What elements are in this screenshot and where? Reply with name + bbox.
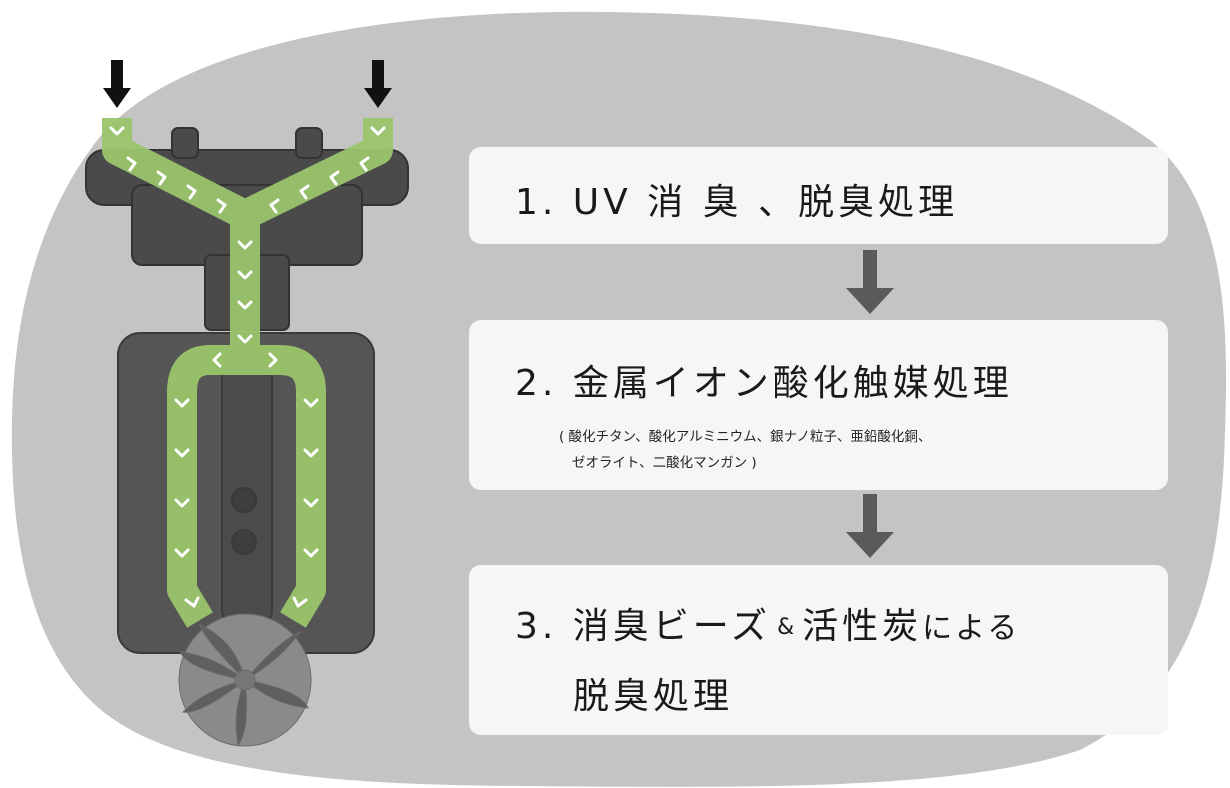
note-line-1: ( 酸化チタン、酸化アルミニウム、銀ナノ粒子、亜鉛酸化銅、 [559,429,932,445]
fan [178,613,312,747]
flow-arrow-down-2 [846,494,894,558]
step-1-card: 1. UV 消 臭 、脱臭処理 [469,147,1168,244]
step-3-title-suffix: による [922,611,1021,646]
step-3-title-part-1: 3. 消臭ビーズ [515,606,771,647]
step-3-title-part-2: 活性炭 [802,606,923,647]
airflow-chevrons [109,126,386,608]
purifier-device-diagram [85,60,409,747]
note-line-2: ゼオライト、二酸化マンガン ) [559,455,757,471]
lower-body [117,332,375,654]
flow-arrow-down-1 [846,250,894,314]
ampersand: & [777,615,797,640]
step-3-card: 3. 消臭ビーズ&活性炭による 脱臭処理 [469,565,1168,735]
step-2-materials-note: ( 酸化チタン、酸化アルミニウム、銀ナノ粒子、亜鉛酸化銅、 ゼオライト、二酸化マ… [559,424,931,476]
step-2-card: 2. 金属イオン酸化触媒処理 ( 酸化チタン、酸化アルミニウム、銀ナノ粒子、亜鉛… [469,320,1168,490]
step-3-title-line-2: 脱臭処理 [573,676,734,717]
step-1-title: 1. UV 消 臭 、脱臭処理 [515,182,959,223]
step-2-title: 2. 金属イオン酸化触媒処理 [515,363,1013,404]
step-3-title-line-1: 3. 消臭ビーズ&活性炭による [515,597,1020,649]
intake-arrows [103,60,392,108]
